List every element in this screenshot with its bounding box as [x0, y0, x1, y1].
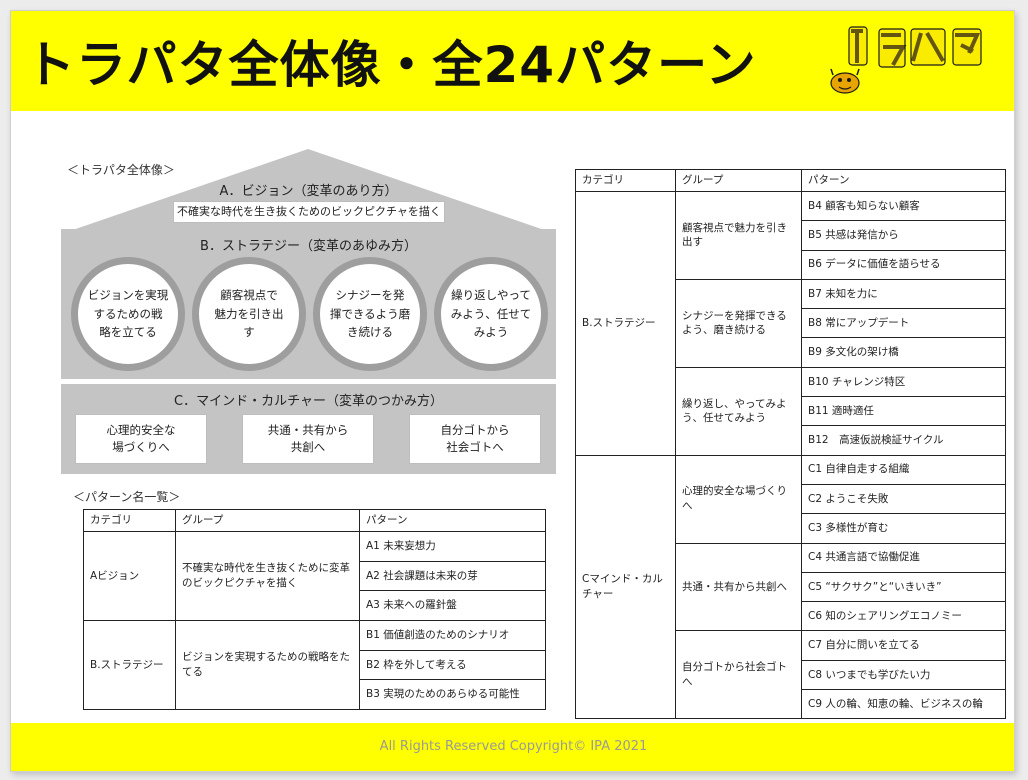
mind-culture-box: 自分ゴトから社会ゴトへ — [409, 414, 541, 464]
table-row: B8 常にアップデート — [576, 308, 1006, 339]
pattern-cell: B5 共感は発信から — [801, 220, 1006, 251]
pattern-cell: C4 共通言語で協働促進 — [801, 542, 1006, 573]
strategy-circle: 繰り返しやってみよう、任せてみよう — [434, 257, 548, 371]
strategy-heading: B．ストラテジー（変革のあゆみ方） — [200, 239, 417, 254]
group-cell: 繰り返し、やってみよう、任せてみよう — [675, 366, 802, 456]
pattern-cell: B8 常にアップデート — [801, 308, 1006, 339]
header-group: グループ — [675, 169, 802, 192]
pattern-cell: B9 多文化の架け橋 — [801, 337, 1006, 368]
pattern-cell: B12 高速仮説検証サイクル — [801, 425, 1006, 456]
table-row: B6 データに価値を語らせる — [576, 249, 1006, 280]
table-header-row: カテゴリグループパターン — [575, 169, 1006, 192]
footer-banner: All Rights Reserved Copyright© IPA 2021 — [11, 723, 1014, 771]
pattern-cell: B10 チャレンジ特区 — [801, 366, 1006, 398]
pattern-cell: A1 未来妄想力 — [359, 531, 546, 562]
pattern-cell: C1 自律自走する組織 — [801, 454, 1006, 485]
pattern-cell: C7 自分に問いを立てる — [801, 630, 1006, 661]
pattern-cell: C6 知のシェアリングエコノミー — [801, 601, 1006, 632]
pattern-cell: C5 “サクサク”と“いきいき” — [801, 571, 1006, 603]
mind-culture-heading: C．マインド・カルチャー（変革のつかみ方） — [174, 394, 443, 409]
table-row: B11 適時適任 — [576, 396, 1006, 427]
pattern-cell: B1 価値創造のためのシナリオ — [359, 620, 546, 651]
table-row: C9 人の輪、知恵の輪、ビジネスの輪 — [576, 689, 1006, 720]
group-cell: 心理的安全な場づくりへ — [675, 454, 802, 544]
overview-label: ＜トラパタ全体像＞ — [67, 163, 175, 177]
pattern-cell: B11 適時適任 — [801, 396, 1006, 427]
strategy-circle: 顧客視点で魅力を引き出す — [192, 257, 306, 371]
strategy-circle: ビジョンを実現するための戦略を立てる — [71, 257, 185, 371]
vision-box: 不確実な時代を生き抜くためのビックピクチャを描く — [173, 201, 445, 223]
table-row: B12 高速仮説検証サイクル — [576, 425, 1006, 456]
copyright-text: All Rights Reserved Copyright© IPA 2021 — [379, 739, 648, 754]
table-row: C3 多様性が育む — [576, 513, 1006, 544]
table-row: C5 “サクサク”と“いきいき” — [576, 571, 1006, 603]
category-cell: Aビジョン — [83, 530, 176, 622]
pattern-cell: A2 社会課題は未来の芽 — [359, 560, 546, 592]
pattern-cell: B3 実現のためのあらゆる可能性 — [359, 679, 546, 711]
group-cell: 自分ゴトから社会ゴトへ — [675, 630, 802, 720]
trapata-logo — [823, 17, 1003, 105]
vision-heading: A．ビジョン（変革のあり方） — [219, 184, 398, 199]
pattern-cell: B6 データに価値を語らせる — [801, 249, 1006, 280]
title-banner: トラパタ全体像・全24パターン — [11, 11, 1014, 111]
table-row: B5 共感は発信から — [576, 220, 1006, 251]
table-header-row: カテゴリグループパターン — [83, 509, 546, 532]
header-group: グループ — [175, 509, 360, 532]
mind-culture-box: 心理的安全な場づくりへ — [75, 414, 207, 464]
table-row: A2 社会課題は未来の芽 — [84, 560, 546, 592]
pattern-cell: C9 人の輪、知恵の輪、ビジネスの輪 — [801, 689, 1006, 720]
pattern-cell: B4 顧客も知らない顧客 — [801, 190, 1006, 222]
table-row: C2 ようこそ失敗 — [576, 483, 1006, 515]
header-pattern: パターン — [801, 169, 1006, 192]
table-row: B2 枠を外して考える — [84, 649, 546, 681]
group-cell: 不確実な時代を生き抜くために変革のビックピクチャを描く — [175, 530, 360, 622]
strategy-circle: シナジーを発揮できるよう磨き続ける — [313, 257, 427, 371]
table-row: C8 いつまでも学びたい力 — [576, 659, 1006, 691]
group-cell: シナジーを発揮できるよう、磨き続ける — [675, 278, 802, 368]
header-category: カテゴリ — [83, 509, 176, 532]
category-cell: B.ストラテジー — [575, 191, 676, 456]
pattern-cell: A3 未来への羅針盤 — [359, 590, 546, 622]
strategy-band: B．ストラテジー（変革のあゆみ方） ビジョンを実現するための戦略を立てる 顧客視… — [61, 229, 556, 379]
group-cell: ビジョンを実現するための戦略をたてる — [175, 620, 360, 711]
table-row: B3 実現のためのあらゆる可能性 — [84, 679, 546, 711]
mind-culture-band: C．マインド・カルチャー（変革のつかみ方） 心理的安全な場づくりへ 共通・共有か… — [61, 384, 556, 474]
mind-culture-box: 共通・共有から共創へ — [242, 414, 374, 464]
logo-graphic — [830, 26, 982, 94]
group-cell: 顧客視点で魅力を引き出す — [675, 191, 802, 280]
pattern-cell: C3 多様性が育む — [801, 513, 1006, 544]
pattern-list-label: ＜パターン名一覧＞ — [73, 490, 181, 504]
header-pattern: パターン — [359, 509, 546, 532]
page-title: トラパタ全体像・全24パターン — [25, 36, 757, 94]
table-row: B9 多文化の架け橋 — [576, 337, 1006, 368]
pattern-cell: B7 未知を力に — [801, 278, 1006, 310]
pattern-cell: B2 枠を外して考える — [359, 649, 546, 681]
category-cell: B.ストラテジー — [83, 620, 176, 711]
header-category: カテゴリ — [575, 169, 676, 192]
slide: トラパタ全体像・全24パターン — [10, 10, 1015, 772]
table-row: A3 未来への羅針盤 — [84, 590, 546, 622]
table-row: C6 知のシェアリングエコノミー — [576, 601, 1006, 632]
group-cell: 共通・共有から共創へ — [675, 542, 802, 632]
pattern-cell: C8 いつまでも学びたい力 — [801, 659, 1006, 691]
category-cell: Cマインド・カルチャー — [575, 454, 676, 720]
pattern-cell: C2 ようこそ失敗 — [801, 483, 1006, 515]
